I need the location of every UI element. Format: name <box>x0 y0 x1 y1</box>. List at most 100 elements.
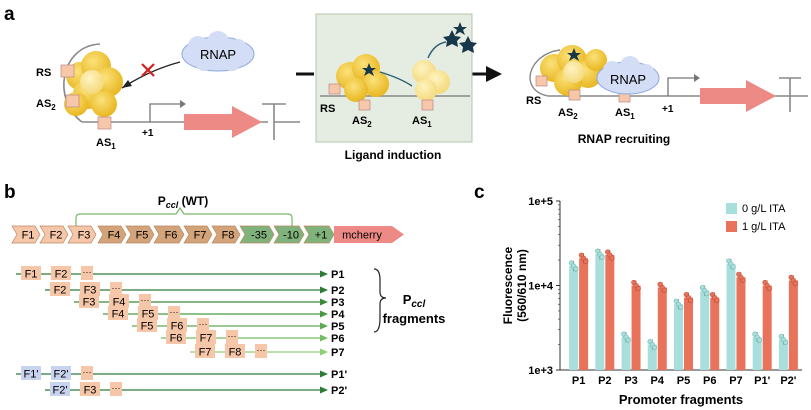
replicate-point <box>599 254 605 260</box>
bar-0g-p3 <box>621 337 631 370</box>
y-tick-label: 1e+3 <box>528 365 553 377</box>
replicate-point <box>651 344 658 351</box>
fragment-ellipsis: ··· <box>228 331 237 341</box>
rs-label: RS <box>320 103 335 115</box>
fragment-part-label: F7 <box>199 347 212 359</box>
scene-ligand-induction: RS AS2 AS1 Ligand induction <box>315 13 477 162</box>
fragment-part-label: F5 <box>141 321 154 333</box>
promoter-box-m10 <box>273 225 305 244</box>
x-tick-label: P3 <box>624 375 637 387</box>
fragment-ellipsis: ··· <box>257 345 266 355</box>
fragment-part-label: F1' <box>24 369 39 381</box>
fragment-part-box <box>21 266 41 280</box>
fragment-part-box <box>166 330 186 344</box>
fragment-ellipsis-box <box>226 330 238 344</box>
x-tick-label: P2' <box>780 375 796 387</box>
fragment-part-box <box>108 306 128 320</box>
x-axis-label: Promoter fragments <box>619 392 743 407</box>
rnap-bound-cloud <box>596 56 660 95</box>
promoter-box-m35 <box>239 225 275 244</box>
fragment-row: F2'F3···P2' <box>45 382 347 397</box>
x-tick-label: P2 <box>598 375 611 387</box>
replicate-point <box>688 297 694 304</box>
rs-label: RS <box>36 67 51 79</box>
bar-0g-p7 <box>726 263 736 370</box>
bar-0g-p1 <box>569 266 579 370</box>
fragment-row: F1'F2'···P1' <box>16 366 347 381</box>
fragment-arrowhead <box>320 334 328 342</box>
fragment-ellipsis: ··· <box>170 307 179 317</box>
as1-subscript: 1 <box>427 120 432 129</box>
promoter-box-label: F8 <box>222 230 235 242</box>
tss-arrow <box>149 103 180 122</box>
ligand-induction-caption: Ligand induction <box>345 148 442 162</box>
tf-released-half <box>412 60 450 101</box>
fragment-part-box <box>196 330 216 344</box>
as1-label: AS <box>96 137 111 149</box>
fragment-part-box <box>167 318 187 332</box>
promoter-box-label: F7 <box>194 230 207 242</box>
replicate-point <box>625 337 631 343</box>
bar-0g-p4 <box>647 344 657 370</box>
as2-site <box>65 94 80 108</box>
fragment-part-box <box>138 306 158 320</box>
fragment-part-box <box>50 382 70 396</box>
x-tick-label: P5 <box>677 375 690 387</box>
promoter-box-label: -35 <box>251 230 267 242</box>
ligand-star-icon <box>443 30 461 47</box>
fragment-ellipsis-box <box>110 282 122 296</box>
fragment-ellipsis-box <box>81 366 93 380</box>
promoter-box-label: F5 <box>136 230 149 242</box>
replicate-point <box>714 297 720 304</box>
promoter-box-F1 <box>11 225 41 244</box>
fragment-part-label: F4 <box>113 297 126 309</box>
x-tick-label: P6 <box>703 375 716 387</box>
replicate-point <box>766 285 772 292</box>
fragment-part-box <box>21 366 41 380</box>
fragment-ellipsis: ··· <box>199 319 208 329</box>
promoter-box-F7 <box>183 225 213 244</box>
tss-label: +1 <box>142 128 154 139</box>
rs-label: RS <box>526 95 541 107</box>
mcherry-reporter-arrow <box>334 226 404 243</box>
promoter-box-F3 <box>67 225 97 244</box>
fragment-part-label: F4 <box>112 309 125 321</box>
as1-site <box>97 116 112 130</box>
fragment-name-label: P1 <box>331 269 344 281</box>
fragment-ellipsis-box <box>110 382 122 396</box>
replicate-point <box>704 291 710 297</box>
fragment-part-box <box>137 318 157 332</box>
bar-1g-p5 <box>684 297 693 370</box>
as2-label: AS <box>558 107 573 119</box>
fragment-part-box <box>51 366 71 380</box>
svg-text:AS1: AS1 <box>412 115 432 129</box>
bar-1g-p2prime <box>788 280 798 370</box>
bar-1g-p6 <box>710 297 720 370</box>
ligand-star-icon <box>459 36 477 53</box>
bar-0g-p2prime <box>778 339 788 370</box>
fragment-arrowhead <box>320 348 328 356</box>
fragment-part-box <box>80 282 100 296</box>
replicate-point <box>792 280 799 286</box>
tss-label: +1 <box>662 104 674 115</box>
block-x-icon <box>141 63 155 77</box>
fragment-name-label: P5 <box>331 321 344 333</box>
fragment-name-label: P2 <box>331 285 344 297</box>
bar-0g-p5 <box>674 304 683 370</box>
rs-site <box>60 64 75 78</box>
legend-swatch <box>726 203 737 214</box>
y-tick-label: 1e+4 <box>528 281 554 293</box>
as1-subscript: 1 <box>630 112 635 121</box>
fragment-part-box <box>225 344 245 358</box>
promoter-box-label: F1 <box>22 230 35 242</box>
rnap-label: RNAP <box>610 72 646 87</box>
replicate-point <box>756 337 762 343</box>
as1-subscript: 1 <box>111 142 116 151</box>
fragment-part-label: F5 <box>142 309 155 321</box>
